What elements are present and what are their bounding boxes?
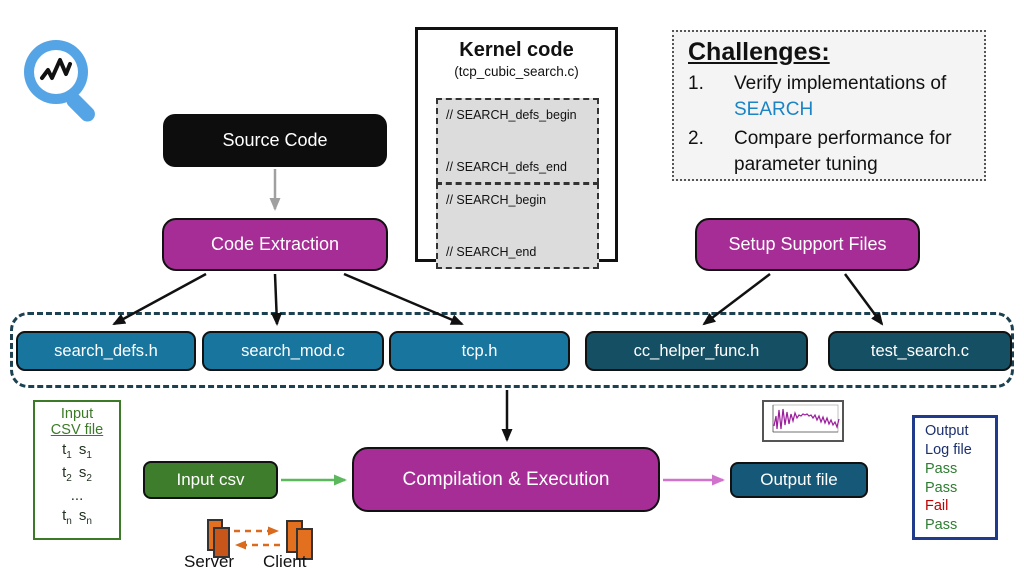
search-highlight: SEARCH [734, 98, 814, 120]
file-node-test-search-c: test_search.c [828, 331, 1012, 371]
snippet-line: // SEARCH_begin [446, 193, 547, 207]
file-label: search_mod.c [241, 341, 345, 360]
server-icon [213, 527, 230, 558]
setup-support-files-label: Setup Support Files [728, 234, 887, 254]
challenge-2-number: 2. [688, 128, 704, 150]
snippet-line: // SEARCH_end [446, 245, 537, 259]
kernel-code-title: Kernel code [459, 39, 574, 61]
output-log-card: Output Log file Pass Pass Fail Pass [912, 415, 998, 540]
code-extraction-label: Code Extraction [210, 234, 340, 254]
challenge-1-number: 1. [688, 73, 704, 94]
output-file-label: Output file [760, 470, 838, 489]
server-label: Server [184, 552, 235, 571]
search-body-snippet: // SEARCH_begin // SEARCH_end [436, 183, 599, 269]
file-node-search-defs-h: search_defs.h [16, 331, 196, 371]
challenge-item-1: 1. Verify implementations of SEARCH [688, 71, 970, 122]
source-code-label: Source Code [222, 130, 328, 150]
client-label: Client [263, 552, 307, 571]
source-code-node: Source Code [163, 114, 387, 167]
compilation-execution-label: Compilation & Execution [402, 468, 610, 490]
client-icon [296, 528, 313, 560]
code-extraction-node: Code Extraction [162, 218, 388, 271]
challenge-1-text: Verify implementations of SEARCH [734, 73, 947, 120]
log-result-2: Pass [925, 479, 958, 496]
file-label: test_search.c [870, 341, 970, 360]
file-label: tcp.h [461, 341, 498, 360]
snippet-line: // SEARCH_defs_end [446, 160, 567, 174]
mini-plot-thumbnail [762, 400, 844, 442]
input-csv-node: Input csv [143, 461, 278, 499]
kernel-code-filename: (tcp_cubic_search.c) [454, 64, 579, 79]
log-result-3: Fail [925, 498, 949, 515]
generated-files-group [10, 312, 1014, 388]
challenge-2-text: Compare performance for parameter tuning [734, 128, 952, 175]
challenges-title: Challenges: [688, 38, 830, 66]
setup-support-files-node: Setup Support Files [695, 218, 920, 271]
mini-plot-line [772, 404, 840, 433]
compilation-execution-node: Compilation & Execution [352, 447, 660, 512]
input-csv-label: Input csv [176, 470, 245, 489]
search-defs-snippet: // SEARCH_defs_begin // SEARCH_defs_end [436, 98, 599, 184]
log-result-1: Pass [925, 460, 958, 477]
file-label: search_defs.h [54, 341, 158, 360]
challenge-item-2: 2. Compare performance for parameter tun… [688, 126, 970, 177]
log-title-line2: Log file [925, 441, 972, 458]
log-result-4: Pass [925, 517, 958, 534]
log-title-line1: Output [925, 423, 969, 439]
file-node-tcp-h: tcp.h [389, 331, 570, 371]
csv-row-ellipsis: ... [70, 487, 84, 504]
csv-card-title-line2: CSV file [50, 422, 104, 438]
file-node-cc-helper-func-h: cc_helper_func.h [585, 331, 808, 371]
kernel-code-panel: Kernel code (tcp_cubic_search.c) // SEAR… [415, 27, 618, 269]
csv-card-title-line1: Input [60, 406, 94, 422]
output-file-node: Output file [730, 462, 868, 498]
file-label: cc_helper_func.h [633, 341, 760, 360]
file-node-search-mod-c: search_mod.c [202, 331, 384, 371]
search-waveform-logo-icon [24, 40, 95, 122]
snippet-line: // SEARCH_defs_begin [446, 108, 577, 122]
challenges-panel: Challenges: 1. Verify implementations of… [672, 30, 986, 181]
